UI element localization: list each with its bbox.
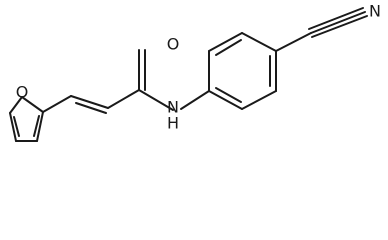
benzene-bond-2 <box>241 90 277 110</box>
chemical-structure: O O N H N <box>9 2 381 142</box>
benzene-bond-5 <box>208 32 243 52</box>
bond-carbonyl-to-nitrogen <box>138 89 174 111</box>
furan-bond-c5-o <box>9 96 23 114</box>
carbonyl-oxygen-label: O <box>167 35 180 54</box>
benzene-bond-4 <box>241 32 277 52</box>
bond-nitrogen-to-ring <box>180 90 210 110</box>
benzene-bond-1 <box>208 90 243 110</box>
bond-furan-to-vinyl <box>42 95 72 113</box>
benzene-double-3 <box>215 39 242 56</box>
amide-hydrogen-label: H <box>167 114 179 133</box>
bond-vinyl-to-carbonyl <box>107 89 140 109</box>
nitrile-triple-bond-1 <box>310 11 366 34</box>
structure-canvas: O O N H N <box>9 1 381 142</box>
furan-bond-c2-c3 <box>36 111 44 142</box>
furan-bond-c4-c5 <box>9 112 17 142</box>
amide-nitrogen-label: N <box>167 98 179 117</box>
furan-double-bond-c4-c5 <box>13 116 20 137</box>
bond-vinyl-ch-ch <box>70 95 109 109</box>
bond-ring-to-nitrile-carbon <box>275 32 312 52</box>
furan-double-bond-c2-c3 <box>33 115 40 137</box>
bond-vinyl-double-line <box>75 102 107 114</box>
benzene-double-1 <box>215 87 242 103</box>
nitrile-triple-bond-2 <box>311 15 368 38</box>
furan-oxygen-label: O <box>16 83 29 102</box>
furan-bond-o-c2 <box>21 96 44 113</box>
nitrile-triple-bond-3 <box>308 7 364 30</box>
nitrile-nitrogen-label: N <box>369 2 381 21</box>
